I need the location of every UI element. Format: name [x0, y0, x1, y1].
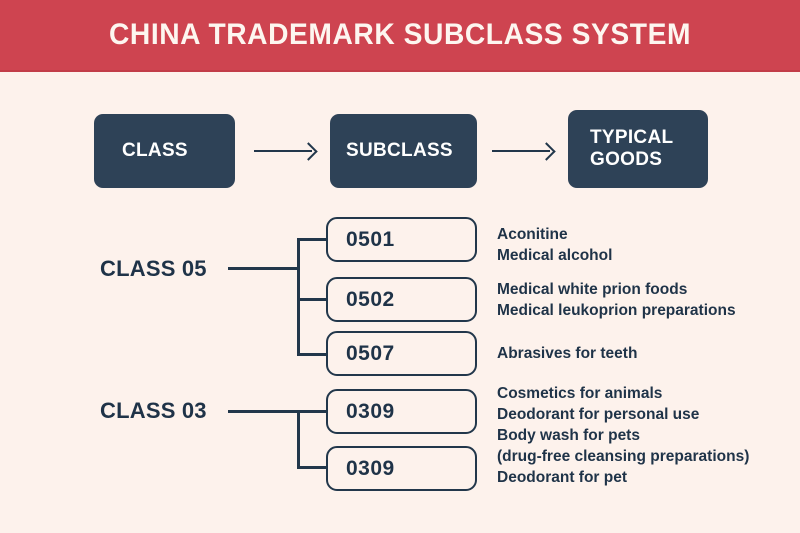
- class-05-branch-3: [297, 353, 327, 356]
- class-03-branch-1: [297, 410, 327, 413]
- goods-item: Medical leukoprion preparations: [497, 302, 736, 319]
- class-05-branch-1: [297, 238, 327, 241]
- arrow-right-icon-1: [254, 142, 318, 161]
- page-title: CHINA TRADEMARK SUBCLASS SYSTEM: [108, 18, 692, 51]
- goods-list-0502: Medical white prion foods Medical leukop…: [497, 279, 736, 321]
- subclass-box-0507: 0507: [326, 331, 477, 376]
- goods-item: Deodorant for personal use: [497, 406, 700, 423]
- goods-item: (drug-free cleansing preparations): [497, 448, 750, 465]
- goods-list-0507: Abrasives for teeth: [497, 343, 637, 364]
- goods-item: Deodorant for pet: [497, 469, 628, 486]
- header-banner: CHINA TRADEMARK SUBCLASS SYSTEM: [0, 0, 800, 72]
- goods-list-0309: Cosmetics for animals Deodorant for pers…: [497, 383, 749, 488]
- class-05-spine: [297, 238, 300, 356]
- flow-step-typical-goods-label: TYPICAL GOODS: [590, 127, 708, 171]
- typical-goods-line-1: TYPICAL: [590, 126, 674, 148]
- subclass-box-0309-a: 0309: [326, 389, 477, 434]
- arrow-head: [299, 142, 318, 161]
- goods-item: Cosmetics for animals: [497, 385, 663, 402]
- class-03-branch-2: [297, 466, 327, 469]
- flow-step-typical-goods: TYPICAL GOODS: [568, 110, 708, 188]
- subclass-box-0501: 0501: [326, 217, 477, 262]
- goods-item: Abrasives for teeth: [497, 345, 638, 362]
- flow-step-subclass: SUBCLASS: [330, 114, 477, 188]
- goods-item: Body wash for pets: [497, 427, 640, 444]
- class-05-stem: [228, 267, 299, 270]
- arrow-shaft: [492, 150, 550, 152]
- arrow-shaft: [254, 150, 312, 152]
- class-03-spine: [297, 410, 300, 468]
- subclass-box-0309-b: 0309: [326, 446, 477, 491]
- class-label-05: CLASS 05: [100, 256, 207, 281]
- flow-step-class-label: CLASS: [122, 140, 188, 161]
- goods-item: Aconitine: [497, 226, 568, 243]
- class-05-branch-2: [297, 298, 327, 301]
- class-03-stem: [228, 410, 299, 413]
- goods-item: Medical white prion foods: [497, 281, 688, 298]
- arrow-head: [537, 142, 556, 161]
- typical-goods-line-2: GOODS: [590, 149, 663, 170]
- subclass-box-0502: 0502: [326, 277, 477, 322]
- flow-step-class: CLASS: [94, 114, 235, 188]
- class-label-03: CLASS 03: [100, 398, 207, 423]
- flow-step-subclass-label: SUBCLASS: [346, 140, 453, 161]
- goods-list-0501: Aconitine Medical alcohol: [497, 224, 612, 266]
- arrow-right-icon-2: [492, 142, 556, 161]
- goods-item: Medical alcohol: [497, 247, 613, 264]
